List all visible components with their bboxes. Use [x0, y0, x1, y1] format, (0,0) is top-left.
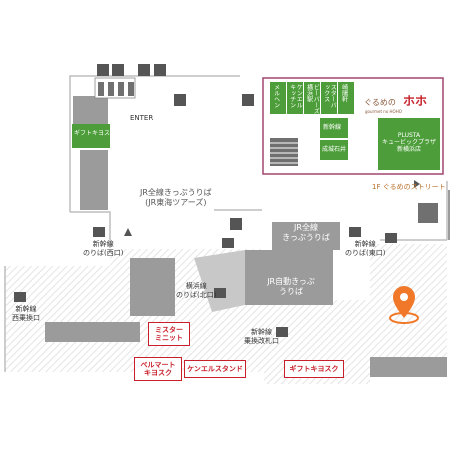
shop-starbucks: スターバックス [322, 84, 337, 108]
location-pin [389, 286, 419, 324]
arrows [124, 180, 420, 236]
toilet-icon [97, 64, 124, 76]
shop-beavers: ビーバーズ 横浜駅 [305, 84, 320, 114]
escalator-icon [230, 218, 242, 230]
shop-shinkansen-label: 新幹線 [323, 124, 342, 131]
block-left-mid [130, 258, 175, 316]
jr-ticket-counter-label: JR全線 きっぷうりば [282, 223, 330, 242]
escalator-icon [174, 94, 186, 106]
escalator-icon [418, 203, 438, 223]
gray-wedge [194, 250, 245, 312]
locker-icon [385, 233, 397, 243]
block-right-top [448, 190, 450, 240]
stairs-gourmet [270, 138, 298, 166]
plusta-label: PLUSTA キュービックプラザ 新横浜店 [381, 132, 436, 154]
shinkansen-west-transfer-label: 新幹線 西乗換口 [12, 305, 40, 323]
gourmet-shops [270, 82, 440, 170]
ticket-machine-icon [222, 238, 234, 248]
block-left-top [80, 150, 108, 210]
shop-meruhen: メルヘン [272, 84, 280, 108]
facility-icons [14, 64, 438, 337]
block-left-upper [73, 96, 108, 126]
gourmet-street-area [262, 77, 444, 175]
walls [4, 75, 448, 372]
bellmart-kiosk-shop: ベルマート キヨスク [134, 357, 182, 381]
locker-icon [276, 327, 288, 337]
train-icon [214, 288, 226, 298]
mister-minit-shop: ミスター ミニット [148, 322, 190, 346]
gates-top [94, 77, 136, 99]
locker-icon [349, 227, 361, 237]
shop-kiyoken: 崎陽軒 [340, 84, 348, 102]
gift-kiosk-shin-label: ギフトキヨスク新横浜 [74, 130, 135, 137]
shinkansen-east-gate-label: 新幹線 のりば(東口) [345, 240, 386, 258]
shop-kenel-kitchen: ケンエル キッチン [288, 84, 303, 108]
jr-auto-ticket-label: JR自動きっぷ うりば [267, 277, 315, 296]
block-center [245, 250, 333, 305]
yokohama-line-label: 横浜線 のりば(北口) [176, 282, 217, 300]
block-right [370, 357, 447, 377]
jr-ticket-office-label: JR全線きっぷうりば (JR東海ツアーズ) [140, 188, 212, 208]
gourmet-logo-sub: gourmet no HOHO [365, 109, 402, 114]
concourse-floor [5, 244, 447, 384]
shinkansen-west-gate-label: 新幹線 のりば(西口) [83, 240, 124, 258]
block-west-bottom [45, 322, 140, 342]
gourmet-street-label: 1F ぐるめのストリート [372, 183, 446, 191]
locker-icon [14, 292, 26, 302]
gourmet-logo-text: ぐるめの [364, 98, 396, 107]
kenel-stand-shop: ケンエルスタンド [184, 360, 246, 378]
locker-icon [242, 94, 254, 106]
elevator-icon [138, 64, 166, 76]
block-center-top [272, 222, 340, 250]
gift-kiosk-shop: ギフトキヨスク [284, 360, 344, 378]
shop-seijo-label: 成城石井 [322, 146, 347, 153]
enter-label: ENTER [130, 114, 154, 122]
shinkansen-transfer-label: 新幹線 乗換改札口 [244, 328, 279, 346]
locker-icon [93, 227, 105, 237]
ticket-counter-gift [72, 124, 110, 148]
gourmet-logo-mark: ホホ [403, 94, 428, 108]
building-blocks [45, 96, 450, 377]
